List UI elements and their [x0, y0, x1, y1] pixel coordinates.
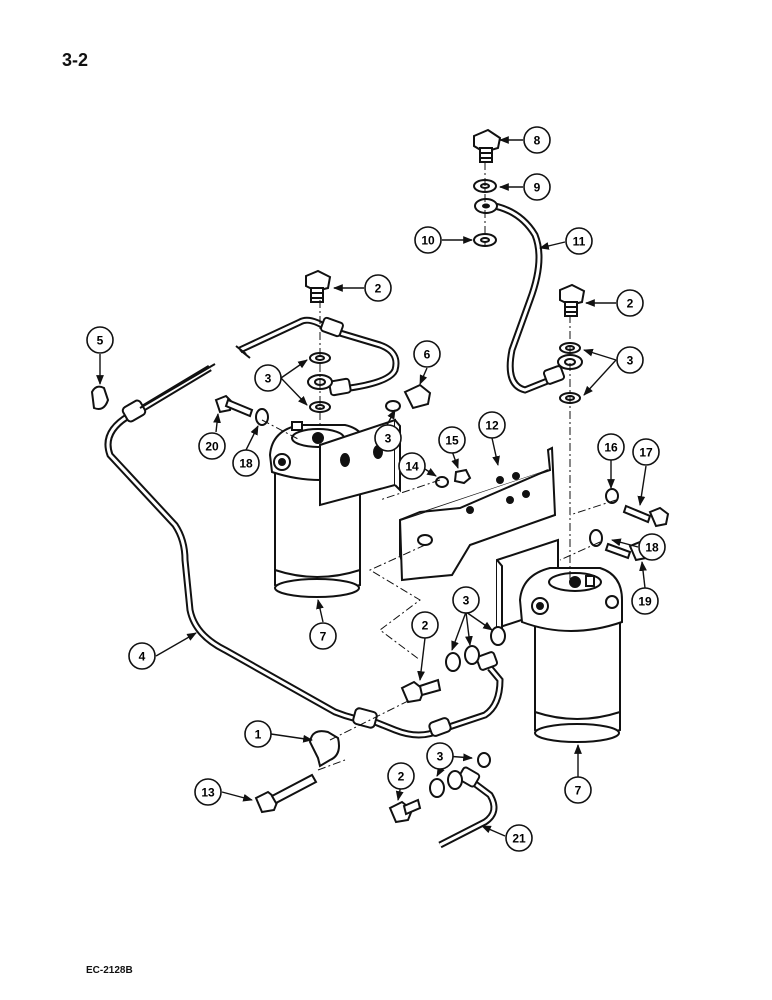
fuel-filter-right [496, 538, 623, 743]
fuel-pipe-11 [474, 198, 566, 394]
callout-label: 3 [463, 594, 470, 608]
callout-label: 17 [639, 446, 653, 460]
callout-1: 1 [244, 720, 272, 748]
callout-21: 21 [505, 824, 533, 852]
callout-label: 20 [205, 440, 219, 454]
callout-label: 19 [638, 595, 652, 609]
callout-label: 18 [645, 541, 659, 555]
callout-20: 20 [198, 432, 226, 460]
alignment-lines [261, 162, 617, 771]
callout-3: 3 [452, 586, 480, 614]
callout-17: 17 [632, 438, 660, 466]
callout-label: 9 [534, 181, 541, 195]
callout-2: 2 [364, 274, 392, 302]
callout-4: 4 [128, 642, 156, 670]
callout-label: 2 [422, 619, 429, 633]
figure-code: EC-2128B [86, 965, 133, 976]
callout-label: 5 [97, 334, 104, 348]
callout-5: 5 [86, 326, 114, 354]
callout-label: 10 [421, 234, 435, 248]
callout-label: 8 [534, 134, 541, 148]
callout-label: 16 [604, 441, 618, 455]
callout-label: 6 [424, 348, 431, 362]
callout-label: 1 [255, 728, 262, 742]
callout-3: 3 [254, 364, 282, 392]
callout-16: 16 [597, 433, 625, 461]
callout-label: 18 [239, 457, 253, 471]
callout-label: 2 [398, 770, 405, 784]
callout-3: 3 [616, 346, 644, 374]
callout-15: 15 [438, 426, 466, 454]
callout-label: 7 [575, 784, 582, 798]
callout-label: 4 [139, 650, 146, 664]
callout-18: 18 [232, 449, 260, 477]
callout-14: 14 [398, 452, 426, 480]
callout-label: 3 [627, 354, 634, 368]
callout-2: 2 [616, 289, 644, 317]
callout-label: 14 [405, 460, 419, 474]
callout-8: 8 [523, 126, 551, 154]
callout-2: 2 [411, 611, 439, 639]
fuel-pipe-21 [438, 766, 498, 849]
callout-10: 10 [414, 226, 442, 254]
callout-label: 3 [385, 432, 392, 446]
callout-11: 11 [565, 227, 593, 255]
callout-label: 12 [485, 419, 499, 433]
callout-label: 7 [320, 630, 327, 644]
fuel-filter-left [268, 418, 401, 598]
callout-label: 11 [573, 235, 586, 249]
callout-7: 7 [309, 622, 337, 650]
callout-label: 3 [265, 372, 272, 386]
callout-7: 7 [564, 776, 592, 804]
callout-3: 3 [426, 742, 454, 770]
callout-label: 2 [627, 297, 634, 311]
callout-12: 12 [478, 411, 506, 439]
callout-leaders [96, 136, 647, 837]
callout-6: 6 [413, 340, 441, 368]
callout-18: 18 [638, 533, 666, 561]
callout-2: 2 [387, 762, 415, 790]
fuel-pipe-upper [238, 316, 400, 397]
page-number: 3-2 [62, 50, 89, 70]
callout-label: 3 [437, 750, 444, 764]
support-bracket [399, 446, 557, 582]
callout-13: 13 [194, 778, 222, 806]
fuel-pipe-4 [104, 364, 504, 739]
callout-label: 13 [201, 786, 215, 800]
callout-label: 21 [512, 832, 526, 846]
callout-19: 19 [631, 587, 659, 615]
callout-3: 3 [374, 424, 402, 452]
callout-9: 9 [523, 173, 551, 201]
callout-label: 15 [445, 434, 459, 448]
callout-label: 2 [375, 282, 382, 296]
